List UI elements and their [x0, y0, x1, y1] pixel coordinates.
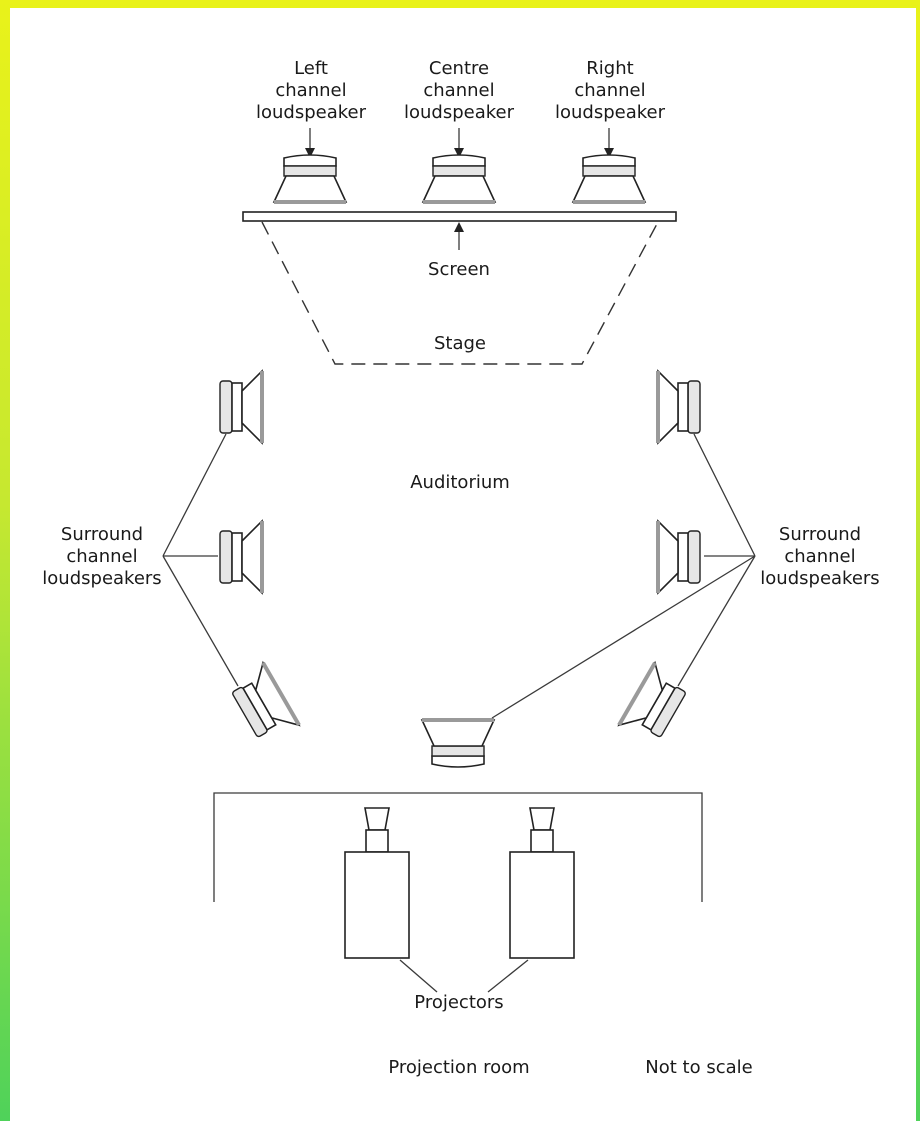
screen-bar: [242, 211, 677, 222]
surround-left-label-line2: channel: [66, 546, 137, 567]
centre-speaker-label: Centre channel loudspeaker: [404, 58, 515, 123]
svg-text:channel: channel: [574, 80, 645, 101]
svg-text:loudspeaker: loudspeaker: [404, 102, 515, 123]
surround-right-label-line2: channel: [784, 546, 855, 567]
rear-surround-loudspeaker-icon: [421, 717, 495, 768]
left-speaker-label: Left channel loudspeaker: [256, 58, 367, 123]
centre-channel-loudspeaker-icon: [422, 154, 496, 205]
surround-left-label-line1: Surround: [61, 524, 143, 545]
stage-label: Stage: [434, 333, 486, 354]
right-speaker-label: Right channel loudspeaker: [555, 58, 666, 123]
svg-text:channel: channel: [423, 80, 494, 101]
surround-left-leaders: [162, 433, 239, 687]
screen-arrow: [454, 222, 464, 250]
not-to-scale-label: Not to scale: [645, 1057, 752, 1078]
screen-label: Screen: [428, 259, 490, 280]
left-channel-loudspeaker-icon: [273, 154, 347, 205]
svg-text:loudspeaker: loudspeaker: [256, 102, 367, 123]
svg-text:channel: channel: [275, 80, 346, 101]
auditorium-label: Auditorium: [410, 472, 510, 493]
projection-room-wall: [213, 792, 703, 902]
stage-outline: [261, 221, 659, 365]
surround-right-label-line3: loudspeakers: [760, 568, 879, 589]
surround-left-label-line3: loudspeakers: [42, 568, 161, 589]
svg-text:Left: Left: [294, 58, 328, 79]
surround-right-label-line1: Surround: [779, 524, 861, 545]
front-speaker-arrows: [305, 128, 614, 158]
right-channel-loudspeaker-icon: [572, 154, 646, 205]
projector-leaders: [399, 959, 529, 993]
projection-room-label: Projection room: [388, 1057, 529, 1078]
surround-right-leaders: [491, 433, 756, 719]
projectors-label: Projectors: [414, 992, 503, 1013]
svg-text:loudspeaker: loudspeaker: [555, 102, 666, 123]
svg-text:Right: Right: [586, 58, 633, 79]
svg-text:Centre: Centre: [429, 58, 489, 79]
